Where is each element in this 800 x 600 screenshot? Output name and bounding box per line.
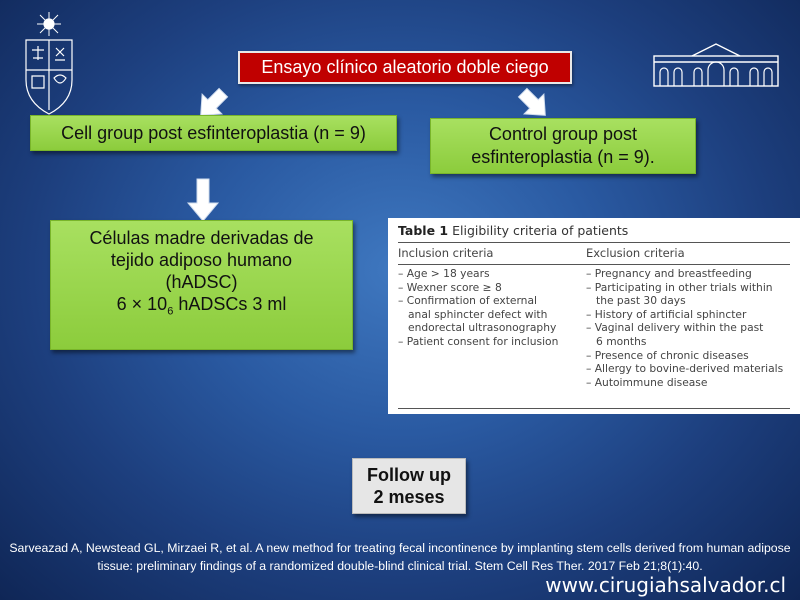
cell-group-box: Cell group post esfinteroplastia (n = 9) — [30, 115, 397, 151]
stem-cells-box: Células madre derivadas de tejido adipos… — [50, 220, 353, 350]
list-item: – Patient consent for inclusion — [398, 334, 559, 348]
arrow-down-right-icon — [517, 87, 546, 116]
list-item: – Age > 18 years — [398, 267, 490, 280]
follow-up-line2: 2 meses — [373, 487, 445, 507]
hospital-building-logo — [653, 43, 779, 87]
list-item: – Participating in other trials within — [586, 280, 773, 294]
cell-group-label: Cell group post esfinteroplastia (n = 9) — [61, 122, 366, 143]
cells-dose-exponent: 6 — [167, 305, 174, 318]
list-item: – History of artificial sphincter — [586, 307, 747, 321]
control-group-line2: esfinteroplastia (n = 9). — [471, 147, 655, 167]
control-group-box: Control group post esfinteroplastia (n =… — [430, 118, 696, 174]
list-item: – Presence of chronic diseases — [586, 348, 749, 362]
eligibility-table: Table 1 Eligibility criteria of patients… — [388, 218, 800, 414]
exclusion-list: – Pregnancy and breastfeeding – Particip… — [586, 267, 783, 389]
follow-up-box: Follow up 2 meses — [352, 458, 466, 514]
inclusion-header: Inclusion criteria — [398, 246, 494, 260]
trial-design-title: Ensayo clínico aleatorio doble ciego — [238, 51, 572, 84]
list-item: endorectal ultrasonography — [408, 321, 557, 335]
list-item: – Confirmation of external — [398, 294, 537, 308]
arrow-down-left-icon — [200, 87, 229, 116]
list-item: 6 months — [596, 334, 647, 348]
cells-line3: (hADSC) — [165, 272, 238, 292]
control-group-line1: Control group post — [488, 124, 638, 144]
exclusion-header: Exclusion criteria — [586, 246, 685, 260]
list-item: – Allergy to bovine-derived materials — [586, 362, 784, 376]
list-item: – Wexner score ≥ 8 — [398, 280, 502, 294]
list-item: the past 30 days — [596, 294, 686, 308]
cells-line1: Células madre derivadas de — [89, 228, 314, 248]
citation-text: Sarveazad A, Newstead GL, Mirzaei R, et … — [9, 541, 791, 573]
university-crest-logo — [25, 12, 73, 115]
list-item: – Autoimmune disease — [586, 375, 708, 389]
arrow-down-icon — [186, 178, 220, 222]
inclusion-list: – Age > 18 years – Wexner score ≥ 8 – Co… — [398, 267, 558, 349]
list-item: – Vaginal delivery within the past — [586, 321, 764, 335]
cells-line2: tejido adiposo humano — [110, 250, 293, 270]
table-caption: Table 1 Eligibility criteria of patients — [398, 223, 629, 238]
list-item: – Pregnancy and breastfeeding — [586, 267, 752, 280]
cells-dose: 6 × 106 hADSCs 3 ml — [116, 294, 287, 318]
list-item: anal sphincter defect with — [408, 307, 548, 321]
follow-up-line1: Follow up — [367, 465, 451, 485]
website-url: www.cirugiahsalvador.cl — [545, 573, 786, 597]
